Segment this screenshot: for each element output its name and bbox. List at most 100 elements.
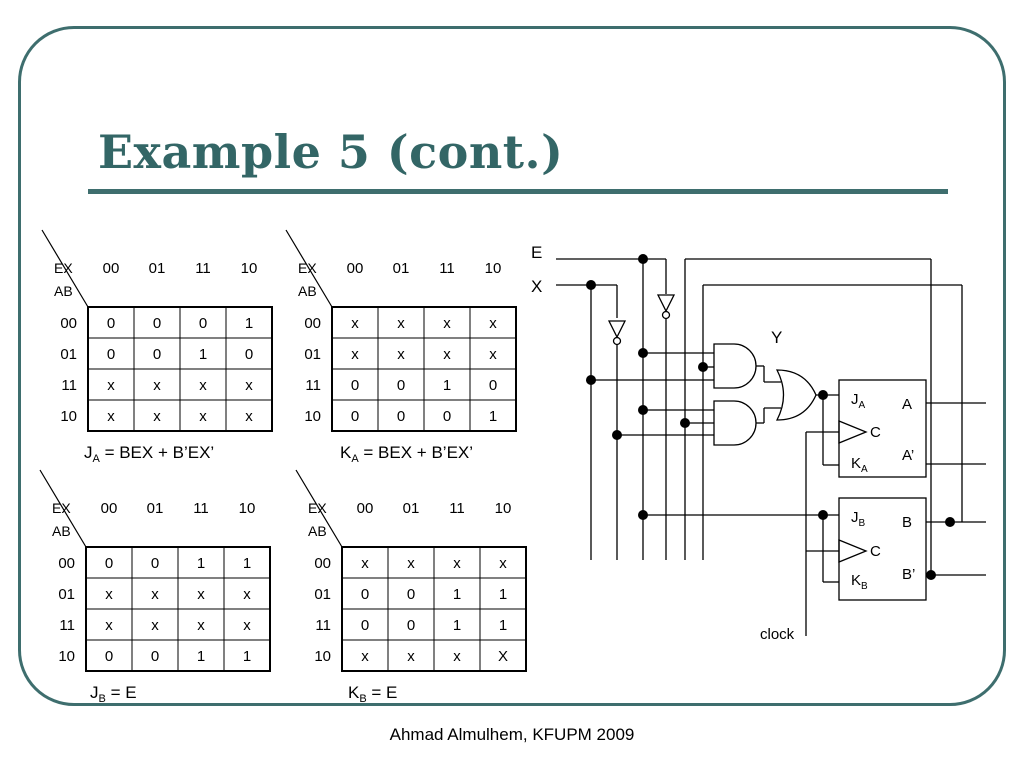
kmap-col-header: 10	[241, 260, 258, 277]
slide-frame	[18, 26, 1006, 706]
kmap-row-header: 01	[60, 346, 77, 363]
junction-dot	[818, 390, 828, 400]
kmap-cell-value: x	[199, 408, 207, 425]
kmap-cell-value: 1	[243, 648, 251, 665]
kmap-row-header: 01	[58, 586, 75, 603]
kmap-row-header: 10	[60, 408, 77, 425]
kmap-row-header: 10	[58, 648, 75, 665]
kmap-cell-value: x	[199, 377, 207, 394]
kmap-cell-value: 0	[361, 617, 369, 634]
kmap-cell-value: 0	[107, 346, 115, 363]
ff-b-c-label: C	[870, 543, 881, 560]
kmap-equation: KB = E	[348, 683, 397, 705]
kmap-row-var: AB	[298, 283, 317, 299]
kmap-equation: JA = BEX + B’EX’	[84, 443, 214, 465]
junction-dot	[638, 348, 648, 358]
kmap-col-header: 01	[149, 260, 166, 277]
kmap-col-var: EX	[52, 500, 71, 516]
kmap-cell-value: 0	[489, 377, 497, 394]
kmap-diagonal	[41, 229, 89, 308]
kmap-col-header: 01	[393, 260, 410, 277]
ff-b-k-label: KB	[851, 572, 868, 592]
kmap-cell-value: x	[105, 617, 113, 634]
kmap-cell-value: 0	[351, 377, 359, 394]
kmap-cell-value: x	[151, 586, 159, 603]
ff-a-qn-label: A’	[902, 447, 914, 464]
junction-dot	[945, 517, 955, 527]
kmap-cell-value: 0	[105, 555, 113, 572]
kmap-col-header: 11	[193, 500, 209, 517]
kmap-row-header: 11	[61, 377, 77, 394]
junction-dot	[638, 254, 648, 264]
kmap-cell-value: 0	[199, 315, 207, 332]
kmap-cell-value: 1	[499, 586, 507, 603]
kmap-cell-value: 0	[153, 346, 161, 363]
kmap-cell-value: 1	[453, 586, 461, 603]
kmap-row-header: 00	[314, 555, 331, 572]
kmap-diagonal	[39, 469, 87, 548]
kmap-cell-value: 1	[199, 346, 207, 363]
kmap-cell-value: 1	[453, 617, 461, 634]
kmap-cell-value: 0	[443, 408, 451, 425]
kmap-cell-value: 0	[151, 555, 159, 572]
kmap-row-var: AB	[54, 283, 73, 299]
kmap-cell-value: 0	[351, 408, 359, 425]
kmap-cell-value: x	[197, 617, 205, 634]
kmap-cell-value: x	[107, 408, 115, 425]
kmap-cell-value: 1	[197, 648, 205, 665]
kmap-cell-value: x	[245, 408, 253, 425]
kmap-cell-value: x	[153, 408, 161, 425]
input-x-label: X	[531, 277, 542, 296]
ff-a-k-label: KA	[851, 455, 868, 475]
kmap-diagonal	[295, 469, 343, 548]
kmap-cell-value: x	[245, 377, 253, 394]
kmap-equation: KA = BEX + B’EX’	[340, 443, 473, 465]
kmap-cell-value: x	[153, 377, 161, 394]
footer-credit: Ahmad Almulhem, KFUPM 2009	[389, 725, 635, 744]
kmap-cell-value: 1	[243, 555, 251, 572]
kmap-col-header: 01	[147, 500, 164, 517]
clock-label: clock	[760, 626, 795, 643]
junction-dot	[638, 405, 648, 415]
ff-b-j-label: JB	[851, 509, 866, 529]
ff-a-q-label: A	[902, 396, 912, 413]
output-y-label: Y	[771, 328, 782, 347]
ff-b-clock-triangle	[838, 539, 868, 563]
kmap-row-header: 11	[315, 617, 331, 634]
kmap-col-var: EX	[298, 260, 317, 276]
kmap-row-header: 00	[60, 315, 77, 332]
kmap-border	[85, 546, 271, 672]
kmap-cell-value: 0	[107, 315, 115, 332]
kmap-cell-value: 0	[153, 315, 161, 332]
and-gate-2	[713, 400, 757, 446]
junction-dot	[586, 375, 596, 385]
kmap-cell-value: x	[243, 586, 251, 603]
ff-b-labels: JB C KB B B’	[851, 509, 915, 592]
inverter-e	[656, 294, 676, 313]
kmap-row-var: AB	[308, 523, 327, 539]
kmap-cell-value: 0	[407, 617, 415, 634]
kmap-cell-value: x	[453, 648, 461, 665]
kmap-cell-value: 0	[105, 648, 113, 665]
inverter-e-bubble	[661, 310, 671, 320]
kmap-cell-value: x	[397, 346, 405, 363]
kmap-cell-value: x	[443, 315, 451, 332]
kmap-col-var: EX	[54, 260, 73, 276]
ff-a-clock-triangle	[838, 420, 868, 444]
kmap-cell-value: 0	[151, 648, 159, 665]
kmap-row-header: 10	[304, 408, 321, 425]
kmap-equation: JB = E	[90, 683, 137, 705]
junction-dot	[680, 418, 690, 428]
junction-dots	[586, 254, 955, 580]
junction-dot	[586, 280, 596, 290]
kmap-border	[341, 546, 527, 672]
kmap-row-header: 11	[59, 617, 75, 634]
kmap-cell-value: 1	[197, 555, 205, 572]
kmap-cell-value: X	[498, 648, 508, 665]
kmap-col-header: 11	[195, 260, 211, 277]
kmap-cell-value: x	[351, 346, 359, 363]
